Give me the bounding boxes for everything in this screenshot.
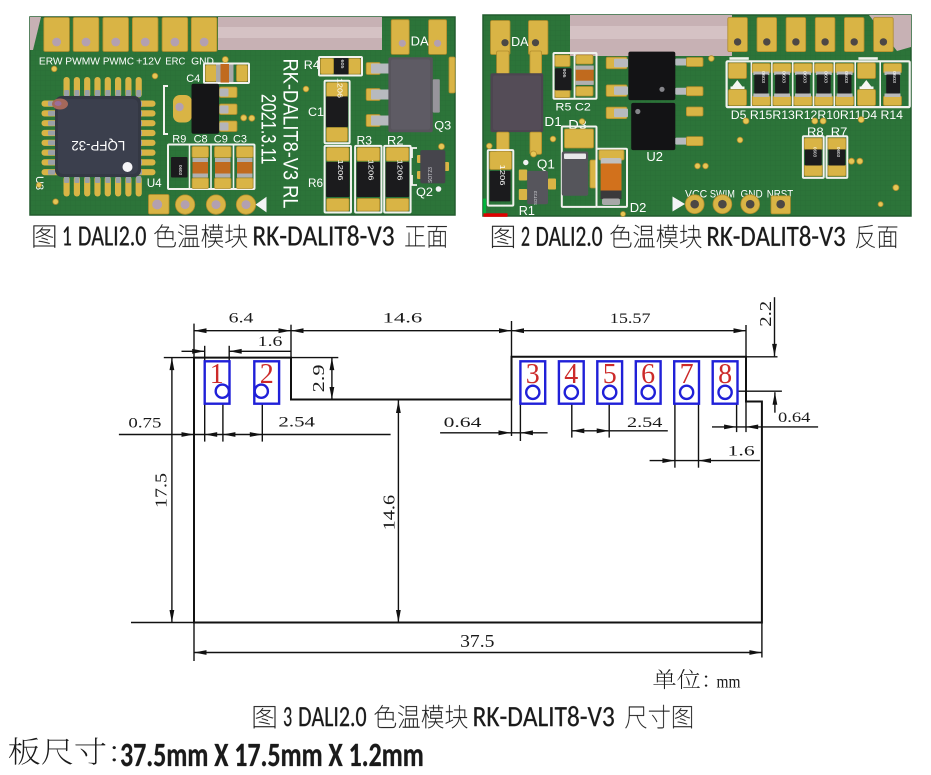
svg-text:Q3: Q3 (434, 119, 451, 133)
svg-text:Q1: Q1 (537, 158, 555, 172)
svg-text:C3: C3 (233, 134, 247, 146)
svg-text:SOT23: SOT23 (428, 167, 434, 183)
svg-text:+12V: +12V (136, 56, 161, 68)
svg-text:6: 6 (641, 359, 655, 390)
svg-text:0603: 0603 (823, 71, 828, 84)
svg-text:5: 5 (603, 359, 617, 390)
svg-text:PWMC: PWMC (103, 56, 134, 68)
svg-text:1206: 1206 (336, 160, 343, 181)
svg-text:17.5: 17.5 (152, 473, 171, 508)
svg-text:D1: D1 (544, 115, 561, 129)
svg-text:0603: 0603 (844, 71, 849, 84)
svg-text:U4: U4 (147, 178, 163, 190)
svg-text:15.57: 15.57 (610, 311, 651, 327)
svg-text:U2: U2 (646, 150, 663, 164)
svg-text:1206: 1206 (396, 160, 403, 181)
svg-text:R5 C2: R5 C2 (555, 102, 591, 114)
svg-text:8: 8 (718, 359, 732, 390)
svg-text:2.54: 2.54 (627, 415, 663, 431)
svg-text:605: 605 (340, 60, 345, 70)
svg-text:1.6: 1.6 (258, 334, 283, 350)
svg-text:0603: 0603 (892, 71, 897, 84)
svg-text:R1: R1 (519, 204, 535, 218)
svg-text:0603: 0603 (803, 71, 808, 84)
svg-text:RK-DALIT8-V3 RL: RK-DALIT8-V3 RL (279, 59, 303, 209)
svg-text:R2: R2 (387, 136, 404, 148)
svg-text:SOT23: SOT23 (533, 190, 538, 205)
svg-text:DA: DA (411, 34, 429, 49)
svg-text:DA: DA (511, 34, 529, 49)
svg-text:37.5: 37.5 (460, 631, 495, 651)
svg-text:ERW: ERW (39, 56, 63, 68)
svg-text:R9: R9 (172, 134, 186, 146)
svg-text:14.6: 14.6 (380, 495, 399, 531)
svg-text:0.64: 0.64 (444, 415, 483, 431)
svg-text:R6: R6 (308, 178, 323, 190)
svg-text:6.4: 6.4 (229, 311, 254, 327)
svg-text:R4: R4 (304, 60, 321, 72)
svg-text:3: 3 (526, 359, 540, 390)
svg-text:0.75: 0.75 (128, 415, 161, 431)
svg-text:0603: 0603 (782, 71, 787, 84)
svg-text:C9: C9 (214, 134, 228, 146)
svg-text:4: 4 (564, 359, 578, 390)
svg-text:2.9: 2.9 (309, 364, 328, 392)
svg-text:R3: R3 (357, 136, 373, 148)
svg-text:C8: C8 (194, 134, 208, 146)
svg-text:ERC: ERC (165, 56, 185, 68)
svg-text:2.2: 2.2 (756, 301, 775, 327)
svg-text:0603: 0603 (178, 165, 183, 175)
svg-text:C1: C1 (308, 107, 324, 119)
svg-text:1206: 1206 (367, 160, 374, 181)
svg-text:1206: 1206 (498, 165, 505, 186)
svg-text:PWMW: PWMW (65, 56, 100, 68)
svg-text:1206: 1206 (336, 78, 343, 98)
svg-text:2.54: 2.54 (278, 414, 315, 430)
svg-text:0603: 0603 (836, 147, 841, 157)
svg-text:1: 1 (210, 359, 224, 390)
svg-text:0603: 0603 (761, 71, 766, 84)
svg-text:7: 7 (680, 359, 694, 390)
svg-text:C4: C4 (186, 73, 200, 85)
svg-text:0603: 0603 (812, 147, 817, 157)
svg-text:906: 906 (562, 69, 567, 79)
svg-text:1.6: 1.6 (728, 444, 756, 460)
svg-text:0.64: 0.64 (778, 410, 811, 426)
svg-text:2021.3.11: 2021.3.11 (257, 94, 280, 165)
svg-text:14.6: 14.6 (383, 311, 424, 327)
svg-text:2: 2 (260, 359, 274, 390)
svg-text:mm: mm (717, 672, 741, 692)
svg-text:D2: D2 (630, 201, 647, 215)
svg-text:LQFP-32: LQFP-32 (71, 138, 125, 153)
svg-text:Q2: Q2 (416, 185, 433, 199)
